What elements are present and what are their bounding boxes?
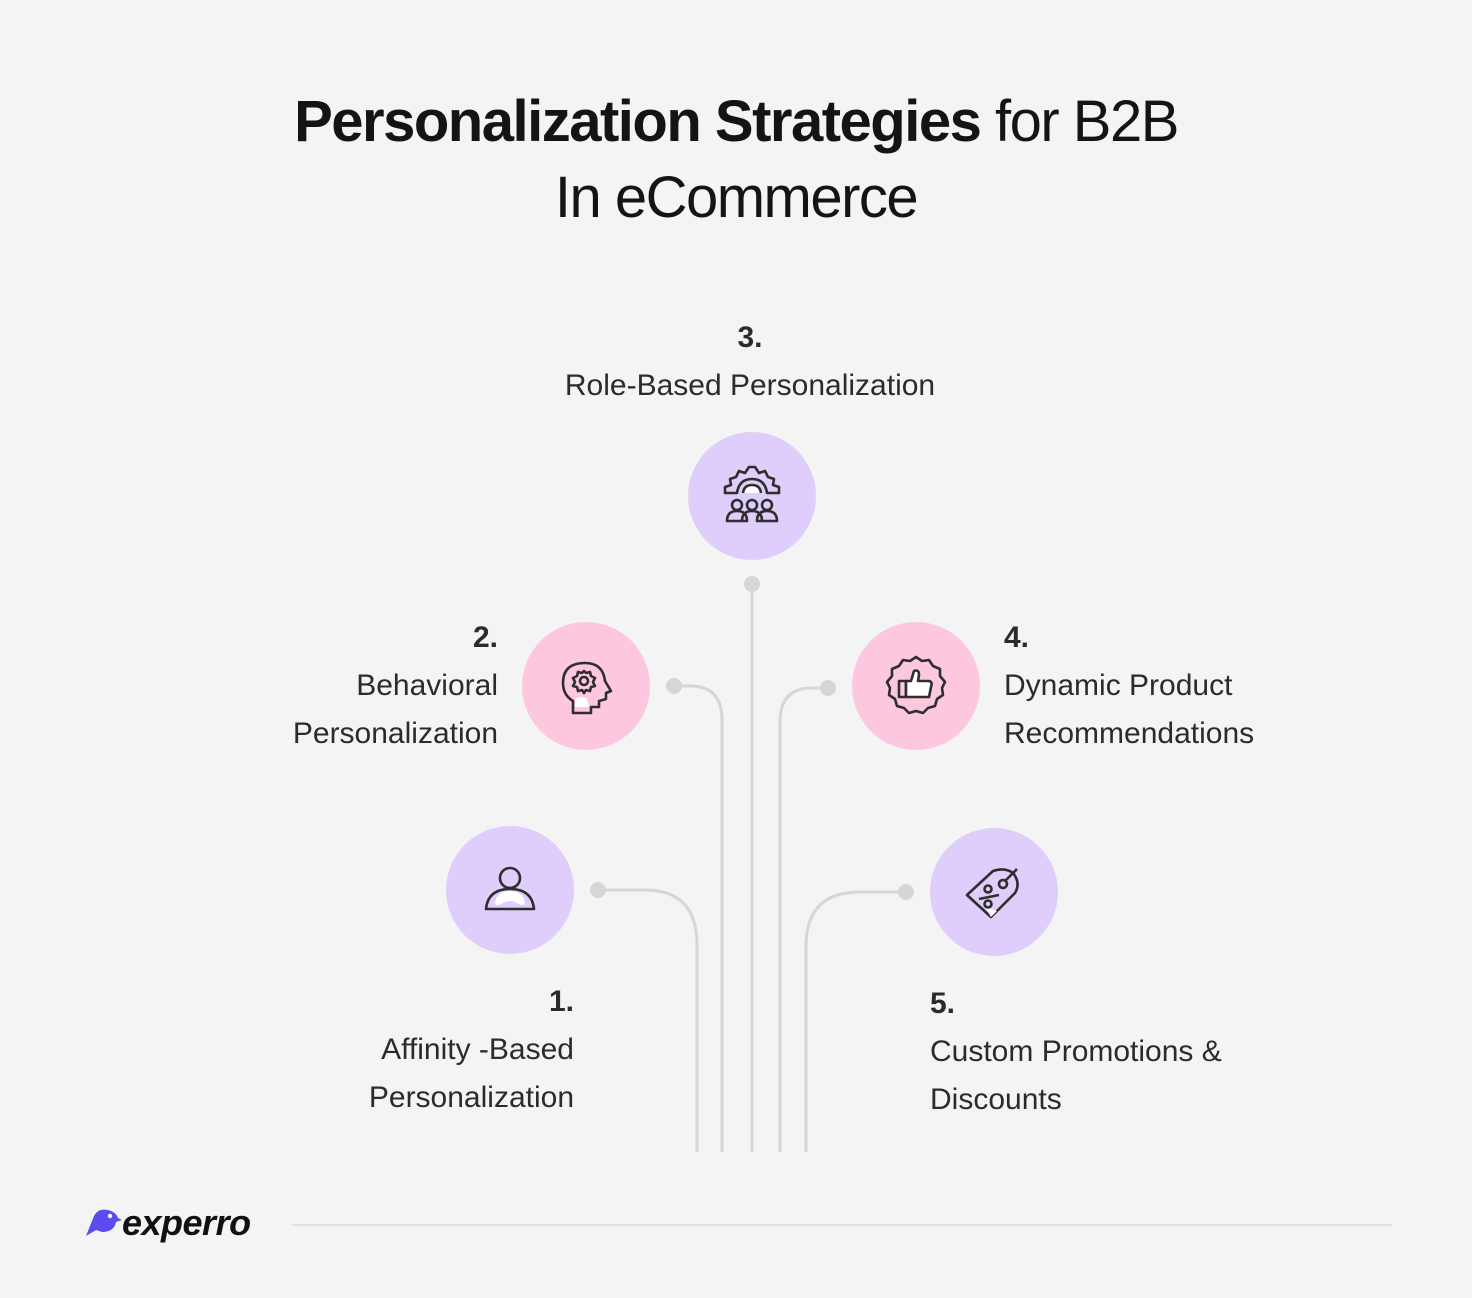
- strategy-3-circle: [688, 432, 816, 560]
- strategy-1-number: 1.: [548, 985, 574, 1018]
- logo-text: experro: [122, 1202, 251, 1243]
- strategy-1-text-line1: Affinity -Based: [381, 1033, 574, 1066]
- strategy-2-circle: [522, 622, 650, 750]
- strategy-4-text-line2: Recommendations: [1004, 717, 1255, 750]
- strategy-5-text-line2: Discounts: [930, 1083, 1062, 1116]
- strategy-4-text-line1: Dynamic Product: [1004, 669, 1233, 702]
- thumbs-up-badge-icon: [885, 655, 947, 715]
- experro-logo: experro: [86, 1202, 251, 1244]
- strategy-5-label: 5. Custom Promotions & Discounts: [930, 980, 1290, 1124]
- bird-logo-icon: [86, 1209, 122, 1236]
- user-icon: [484, 866, 536, 911]
- strategy-3-label: 3. Role-Based Personalization: [500, 314, 1000, 410]
- strategy-2-text-line1: Behavioral: [356, 669, 498, 702]
- strategy-2-number: 2.: [472, 621, 498, 654]
- footer-divider: [292, 1224, 1392, 1226]
- title-line-1: Personalization Strategies for B2B: [0, 84, 1472, 160]
- strategy-3-text: Role-Based Personalization: [564, 369, 936, 402]
- gear-team-icon: [723, 465, 781, 523]
- strategy-2-text-line2: Personalization: [292, 717, 498, 750]
- title-bold: Personalization Strategies: [294, 89, 982, 154]
- strategy-3-number: 3.: [737, 321, 763, 354]
- strategy-4-label: 4. Dynamic Product Recommendations: [1004, 614, 1334, 758]
- strategy-1-label: 1. Affinity -Based Personalization: [270, 978, 574, 1122]
- head-gear-icon: [561, 661, 613, 715]
- strategy-1-circle: [446, 826, 574, 954]
- strategy-5-circle: [930, 828, 1058, 956]
- page-title: Personalization Strategies for B2B In eC…: [0, 84, 1472, 236]
- strategy-5-number: 5.: [930, 987, 956, 1020]
- title-line-2: In eCommerce: [554, 165, 919, 230]
- strategy-4-number: 4.: [1004, 621, 1030, 654]
- title-light: for B2B: [980, 89, 1179, 154]
- strategy-1-text-line2: Personalization: [368, 1081, 574, 1114]
- strategy-4-circle: [852, 622, 980, 750]
- strategy-2-label: 2. Behavioral Personalization: [170, 614, 498, 758]
- strategy-5-text-line1: Custom Promotions &: [930, 1035, 1222, 1068]
- discount-tag-icon: [965, 868, 1019, 919]
